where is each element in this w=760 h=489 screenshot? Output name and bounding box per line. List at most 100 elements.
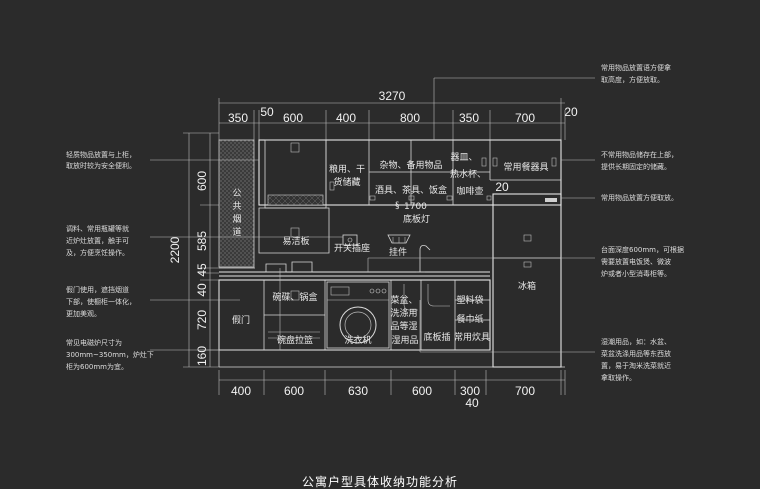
label-detergent-2: 洗涤用 [390,307,417,319]
label-tableware: 常用餐器具 [503,161,548,173]
dim-top-3: 600 [283,111,303,125]
dim-bottom-3: 630 [348,384,368,398]
note-left-4: 常见电磁炉尺寸为 300mm~350mm，炉灶下 柜为600mm为宜。 [66,338,154,371]
label-dim-20: 20 [495,180,509,194]
svg-text:炉或者小型消毒柜等。: 炉或者小型消毒柜等。 [601,269,671,278]
label-section-mark: § [395,201,400,211]
note-left-1: 轻质物品放置与上柜， 取放时较为安全便利。 [66,150,136,170]
flue-hatch [218,139,255,268]
cabinet-labels: 公 共 烟 道 粮用、干 货储藏 杂物、备用物品 酒具、茶具、饭盒 器皿、 热水… [232,152,549,346]
svg-text:下部，使橱柜一体化，: 下部，使橱柜一体化， [66,297,136,306]
dim-left-3: 45 [195,263,209,277]
note-right-5: 湿潮用品，如：水盆、 菜盆洗涤用品等东西放 置，易于淘米洗菜就近 拿取操作。 [601,337,671,382]
svg-text:烟: 烟 [232,213,241,225]
label-appliances-3: 咖啡壶 [456,185,483,197]
label-under-light: 底板灯 [403,213,430,225]
label-utensils: 酒具、茶具、饭盒 [375,184,447,196]
svg-text:及，方便烹饪操作。: 及，方便烹饪操作。 [66,248,129,257]
dim-bottom-5: 300 [460,384,480,398]
svg-text:更加美观。: 更加美观。 [66,309,101,318]
label-grain: 粮用、干 [329,163,365,175]
dim-left-4: 40 [195,283,209,297]
svg-text:调料、常用瓶罐等就: 调料、常用瓶罐等就 [66,224,129,233]
svg-text:置，易于淘米洗菜就近: 置，易于淘米洗菜就近 [601,361,671,370]
note-left-3: 假门使用，遮挡烟道 下部，使橱柜一体化， 更加美观。 [66,285,136,318]
svg-text:需要放置电饭煲、微波: 需要放置电饭煲、微波 [601,257,671,266]
dim-left-6: 160 [195,346,209,366]
label-detergent-3: 品等湿 [390,320,417,332]
label-hood: 易洁板 [282,235,309,247]
notes-left: 轻质物品放置与上柜， 取放时较为安全便利。 调料、常用瓶罐等就 近炉灶放置，触手… [66,150,154,371]
dim-total-height: 2200 [168,236,182,263]
label-common-cook: 常用炊具 [454,331,490,343]
svg-text:台面深度600mm，可根据: 台面深度600mm，可根据 [601,245,684,254]
dim-bottom-7: 40 [465,396,479,410]
svg-text:菜盆洗涤用品等东西放: 菜盆洗涤用品等东西放 [601,349,671,358]
svg-text:近炉灶放置，触手可: 近炉灶放置，触手可 [66,236,129,245]
drawing-caption: 公寓户型具体收纳功能分析 [302,474,458,489]
dim-top-5: 800 [400,111,420,125]
svg-text:湿潮用品，如：水盆、: 湿潮用品，如：水盆、 [601,337,671,346]
label-plastic-bag: 塑料袋 [456,294,483,306]
dim-bottom-4: 600 [412,384,432,398]
label-plinth: 底板插 [423,331,450,343]
note-right-2: 不常用物品储存在上部， 提供长期固定的储藏。 [601,150,678,171]
dim-top-2: 50 [260,105,274,119]
label-dish-basket: 碗盘拉篮 [277,334,313,346]
left-dimension-chain: 2200 600 585 45 40 720 160 [168,132,219,368]
label-fridge: 冰箱 [518,280,536,292]
svg-text:常用物品放置方便取放。: 常用物品放置方便取放。 [601,193,678,202]
dim-left-5: 720 [195,310,209,330]
dim-total-width: 3270 [379,89,406,103]
dim-top-7: 700 [515,111,535,125]
label-detergent-1: 菜盆、 [390,294,417,306]
svg-text:取放时较为安全便利。: 取放时较为安全便利。 [66,161,136,170]
note-right-1: 常用物品放置语方便拿 取高度，方便放取。 [601,63,671,84]
dim-left-1: 600 [195,171,209,191]
label-washer: 洗衣机 [344,334,371,346]
svg-text:拿取操作。: 拿取操作。 [601,373,636,382]
svg-text:不常用物品储存在上部，: 不常用物品储存在上部， [601,150,678,159]
note-right-4: 台面深度600mm，可根据 需要放置电饭煲、微波 炉或者小型消毒柜等。 [601,245,684,278]
svg-text:假门使用，遮挡烟道: 假门使用，遮挡烟道 [66,285,129,294]
dim-top-1: 350 [228,111,248,125]
dim-bottom-2: 600 [284,384,304,398]
svg-text:道: 道 [232,226,241,238]
label-hook: 挂件 [389,246,407,258]
bottom-dimension-chain: 400 600 630 600 300 700 40 [218,370,566,410]
label-switch-socket: 开关插座 [334,242,370,254]
dim-left-2: 585 [195,231,209,251]
dim-bottom-1: 400 [231,384,251,398]
label-damp: 湿用品 [391,335,418,346]
svg-text:公: 公 [232,188,241,199]
dim-top-4: 400 [336,111,356,125]
svg-text:300mm~350mm，炉灶下: 300mm~350mm，炉灶下 [66,350,154,359]
elevation-outline [218,139,565,368]
label-appliances-1: 器皿、 [450,152,477,163]
svg-text:轻质物品放置与上柜，: 轻质物品放置与上柜， [66,150,136,159]
top-dimension-chain: 3270 350 50 600 400 800 350 700 20 [218,89,578,140]
label-height-1700: 1700 [404,202,427,212]
label-towel: 餐巾纸 [456,313,483,325]
label-bowls: 碗碟、锅盒 [272,291,317,303]
label-grain-2: 货储藏 [333,176,360,188]
dim-bottom-6: 700 [515,384,535,398]
leader-lines [150,77,595,353]
label-public-flue: 公 共 烟 道 [232,188,241,238]
notes-right: 常用物品放置语方便拿 取高度，方便放取。 不常用物品储存在上部， 提供长期固定的… [601,63,684,382]
dim-top-6: 350 [459,111,479,125]
svg-text:常见电磁炉尺寸为: 常见电磁炉尺寸为 [66,338,122,347]
svg-text:共: 共 [232,201,241,212]
svg-text:柜为600mm为宜。: 柜为600mm为宜。 [66,362,128,371]
label-appliances-2: 热水杯、 [450,168,486,180]
svg-text:提供长期固定的储藏。: 提供长期固定的储藏。 [601,162,671,171]
note-right-3: 常用物品放置方便取放。 [601,193,678,202]
svg-text:常用物品放置语方便拿: 常用物品放置语方便拿 [601,63,671,72]
svg-text:取高度，方便放取。: 取高度，方便放取。 [601,75,664,84]
label-fake-door: 假门 [232,314,250,326]
label-misc: 杂物、备用物品 [379,159,442,171]
dim-top-8: 20 [564,105,578,119]
note-left-2: 调料、常用瓶罐等就 近炉灶放置，触手可 及，方便烹饪操作。 [66,224,129,257]
